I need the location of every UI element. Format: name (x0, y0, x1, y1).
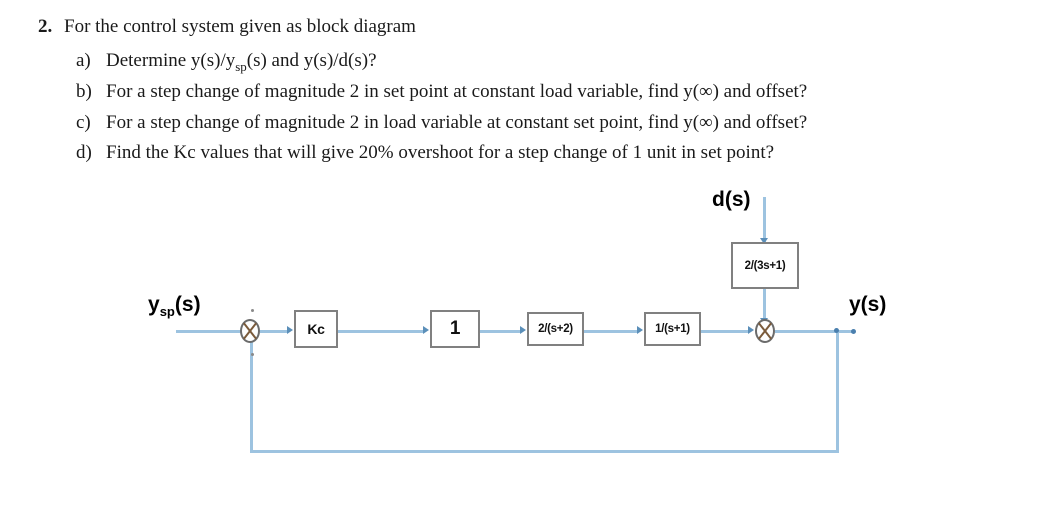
arrowhead-process2-in (637, 326, 643, 334)
wire-setpoint-input (176, 330, 244, 333)
wire-feedback-down (836, 332, 839, 453)
arrowhead-gain-in (423, 326, 429, 334)
wire-process2-to-sum (701, 330, 749, 333)
question-title: For the control system given as block di… (64, 16, 416, 37)
output-terminal-dot (851, 329, 856, 334)
list-item-marker: a) (76, 50, 91, 71)
feedback-tap-dot (834, 328, 839, 333)
block-process-1: 2/(s+2) (527, 312, 584, 346)
wire-sum-to-controller (260, 330, 288, 333)
list-item-text-pre: For a step change of magnitude 2 in set … (106, 80, 808, 102)
block-process-2: 1/(s+1) (644, 312, 701, 346)
label-disturbance: d(s) (712, 188, 751, 211)
list-item: d) Find the Kc values that will give 20%… (76, 140, 998, 171)
list-item-text-post: (s) and y(s)/d(s)? (246, 50, 377, 71)
arrowhead-process1-in (520, 326, 526, 334)
label-setpoint-base: y (148, 293, 160, 316)
question-block: 2. For the control system given as block… (38, 14, 998, 171)
list-item-text: Find the Kc values that will give 20% ov… (106, 140, 774, 171)
arrowhead-output-sum-in (748, 326, 754, 334)
list-item-text-pre: Find the Kc values that will give 20% ov… (106, 142, 775, 164)
wire-controller-to-gain (338, 330, 424, 333)
list-item-text-pre: Determine y(s)/y (106, 50, 236, 71)
arrowhead-controller-in (287, 326, 293, 334)
list-item-marker: b) (76, 80, 92, 102)
summing-junction-output (755, 319, 775, 343)
wire-process1-to-process2 (584, 330, 638, 333)
question-number: 2. (38, 16, 53, 37)
block-disturbance-tf: 2/(3s+1) (731, 242, 799, 289)
list-item: b) For a step change of magnitude 2 in s… (76, 79, 998, 110)
list-item-marker: d) (76, 142, 92, 164)
wire-gain-to-process1 (480, 330, 521, 333)
sign-marker-negative (251, 353, 254, 356)
list-item-marker: c) (76, 111, 91, 133)
list-item-text: For a step change of magnitude 2 in set … (106, 79, 807, 110)
wire-disturbance-tf-to-sum (763, 289, 766, 324)
wire-feedback-bottom (250, 450, 839, 453)
label-output: y(s) (849, 293, 887, 316)
list-item-subscript: sp (235, 58, 247, 74)
block-gain: 1 (430, 310, 480, 348)
list-item: c) For a step change of magnitude 2 in l… (76, 110, 998, 141)
label-setpoint-suffix: (s) (174, 293, 201, 316)
block-controller: Kc (294, 310, 338, 348)
list-item-text-pre: For a step change of magnitude 2 in load… (106, 111, 808, 133)
list-item: a) Determine y(s)/ysp(s) and y(s)/d(s)? (76, 48, 998, 79)
question-heading: 2. For the control system given as block… (38, 14, 998, 40)
arrowhead-disturbance-tf-in (760, 238, 768, 244)
list-item-text: Determine y(s)/ysp(s) and y(s)/d(s)? (106, 48, 377, 79)
wire-disturbance-input (763, 197, 766, 244)
summing-junction-error (240, 319, 260, 343)
question-list: a) Determine y(s)/ysp(s) and y(s)/d(s)? … (38, 48, 998, 171)
label-setpoint: ysp(s) (148, 293, 201, 319)
wire-output (775, 330, 853, 333)
sign-marker-positive (251, 309, 254, 312)
label-setpoint-subscript: sp (159, 304, 175, 320)
list-item-text: For a step change of magnitude 2 in load… (106, 110, 807, 141)
wire-feedback-up (250, 340, 253, 452)
